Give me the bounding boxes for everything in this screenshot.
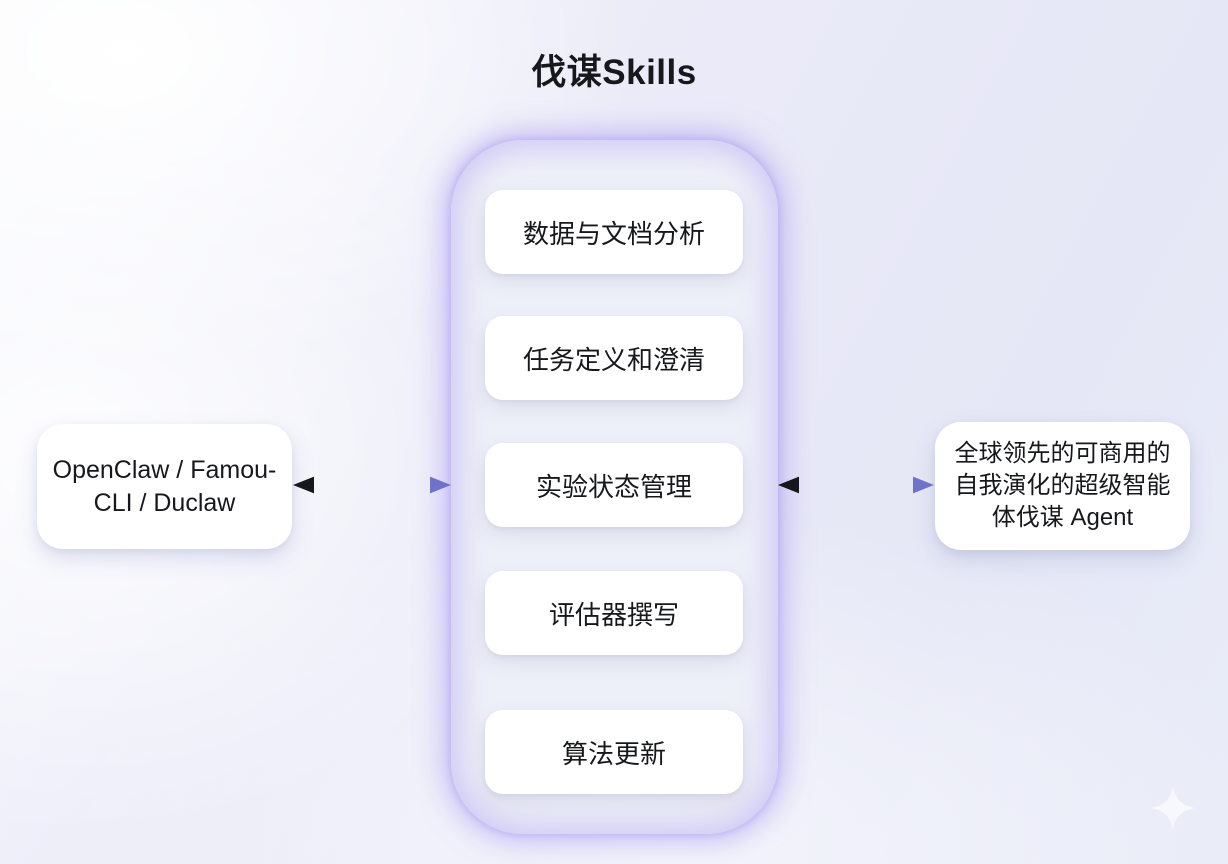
skill-item-data-doc-analysis: 数据与文档分析 — [485, 190, 743, 274]
left-node: OpenClaw / Famou-CLI / Duclaw — [37, 424, 292, 549]
left-node-label: OpenClaw / Famou-CLI / Duclaw — [52, 456, 277, 517]
skill-item-evaluator-writing: 评估器撰写 — [485, 571, 743, 655]
skill-item-algorithm-update: 算法更新 — [485, 710, 743, 794]
left-double-arrow-icon — [293, 476, 451, 494]
right-node-label: 全球领先的可商用的自我演化的超级智能体伐谋 Agent — [954, 440, 1171, 531]
skills-panel: 数据与文档分析 任务定义和澄清 实验状态管理 评估器撰写 算法更新 — [451, 140, 778, 834]
sparkle-icon — [1150, 785, 1196, 831]
right-node: 全球领先的可商用的自我演化的超级智能体伐谋 Agent — [935, 422, 1190, 550]
right-double-arrow-icon — [778, 476, 934, 494]
diagram-title: 伐谋Skills — [531, 53, 697, 92]
skill-item-task-definition: 任务定义和澄清 — [485, 316, 743, 400]
skill-item-experiment-state: 实验状态管理 — [485, 443, 743, 527]
